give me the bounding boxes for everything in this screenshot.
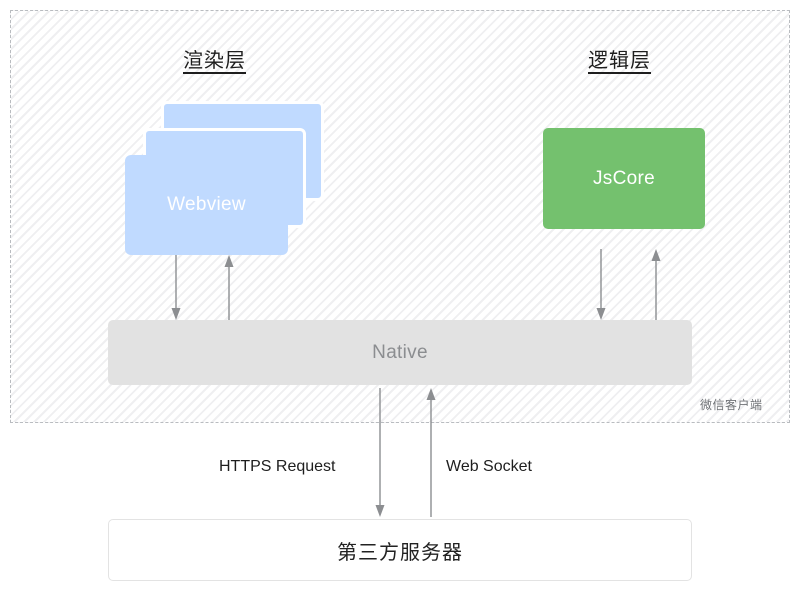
jscore-node[interactable]: JsCore <box>543 128 705 229</box>
webview-label: Webview <box>167 194 246 215</box>
third-party-server-node[interactable]: 第三方服务器 <box>108 519 692 581</box>
webview-node[interactable]: Webview <box>125 155 288 255</box>
arrow-server-to-native <box>426 388 436 517</box>
wechat-client-label: 微信客户端 <box>700 398 763 412</box>
native-node[interactable]: Native <box>108 320 692 385</box>
arrow-webview-to-native <box>171 255 181 320</box>
section-title-render-layer: 渲染层 <box>183 50 246 72</box>
arrow-jscore-to-native <box>596 249 606 320</box>
section-title-logic-layer: 逻辑层 <box>588 50 651 72</box>
https-request-label: HTTPS Request <box>219 458 336 475</box>
jscore-label: JsCore <box>593 167 655 189</box>
arrow-native-to-server <box>375 388 385 517</box>
arrow-native-to-webview <box>224 255 234 320</box>
web-socket-label: Web Socket <box>446 458 532 475</box>
native-label: Native <box>372 341 428 363</box>
arrow-native-to-jscore <box>651 249 661 320</box>
third-party-server-label: 第三方服务器 <box>337 541 463 564</box>
